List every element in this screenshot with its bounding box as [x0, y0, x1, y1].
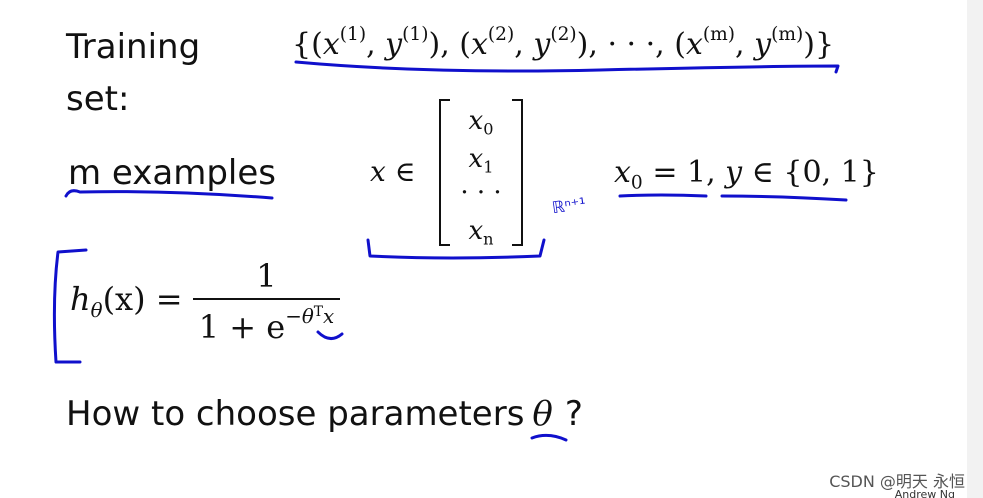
- paren: (: [674, 26, 686, 62]
- theta-symbol: θ: [301, 304, 314, 328]
- h-symbol: h: [70, 279, 91, 318]
- paren: ): [428, 26, 441, 62]
- subscript: 0: [630, 172, 643, 194]
- theta-symbol: θ: [532, 394, 553, 434]
- x-symbol: x: [685, 26, 703, 62]
- equals-sign: =: [155, 279, 183, 318]
- underline-y-domain: [720, 194, 848, 202]
- x-symbol: x: [468, 144, 484, 174]
- superscript-index: (1): [339, 24, 367, 45]
- paren: (: [311, 26, 323, 62]
- subscript: n: [483, 229, 494, 249]
- question-label: How to choose parameters: [66, 394, 525, 434]
- comma: ,: [366, 26, 376, 62]
- paren: (: [459, 26, 471, 62]
- question-mark: ?: [564, 394, 583, 434]
- superscript-index: (1): [402, 24, 429, 45]
- x-symbol: x: [468, 216, 484, 246]
- ellipsis: · · ·: [607, 26, 656, 62]
- superscript-index: (2): [550, 24, 577, 45]
- comma: ,: [440, 26, 450, 62]
- hypothesis-argument: (x): [102, 279, 146, 318]
- handwritten-real-space-note: ℝⁿ⁺¹: [550, 193, 588, 218]
- vector-entry-dots: · · ·: [460, 178, 502, 208]
- set-close-brace: }: [814, 26, 835, 62]
- denominator-base: 1 + e: [198, 307, 286, 346]
- theta-subscript: θ: [90, 298, 103, 322]
- y-symbol: y: [533, 26, 551, 62]
- x-symbol: x: [468, 106, 484, 136]
- author-credit: Andrew Ng: [894, 488, 955, 498]
- x-element-of: x ∈: [370, 158, 415, 186]
- transpose-symbol: T: [313, 304, 324, 320]
- set-open-brace: {: [292, 26, 312, 62]
- underline-training-set: [294, 60, 840, 74]
- underline-theta-question: [530, 433, 568, 442]
- exponent: −θTx: [285, 305, 334, 328]
- scrollbar-track[interactable]: [967, 0, 983, 498]
- y-symbol: y: [385, 26, 403, 62]
- subscript: 1: [483, 157, 494, 177]
- csdn-watermark: CSDN @明天 永恒: [829, 472, 965, 491]
- hypothesis-lhs: hθ(x) =: [70, 283, 193, 321]
- superscript-index: (m): [771, 24, 804, 45]
- y-domain: ∈ {0, 1}: [751, 155, 879, 190]
- comma: ,: [655, 26, 665, 62]
- paren: ): [803, 26, 815, 62]
- underline-x0: [618, 193, 708, 198]
- x-symbol: x: [323, 304, 335, 328]
- x-symbol: x: [471, 26, 488, 62]
- superscript-index: (m): [702, 24, 736, 45]
- training-label: Training: [66, 27, 201, 67]
- label-definition: x0 = 1, y ∈ {0, 1}: [614, 158, 879, 193]
- paren: ): [576, 26, 589, 62]
- training-set-formula: {(x(1), y(1)), (x(2), y(2)), · · ·, (x(m…: [292, 24, 835, 62]
- minus-sign: −: [285, 304, 302, 328]
- y-symbol: y: [754, 26, 772, 62]
- equals-one: = 1,: [652, 155, 716, 190]
- vector-entry-x1: x1: [446, 144, 516, 177]
- vector-entry-xn: xn: [446, 216, 516, 249]
- comma: ,: [514, 26, 524, 62]
- x-symbol: x: [322, 26, 340, 62]
- x-symbol: x: [614, 155, 631, 190]
- set-label: set:: [66, 79, 130, 119]
- vector-entry-x0: x0: [446, 106, 516, 139]
- numerator: 1: [256, 257, 277, 295]
- comma: ,: [588, 26, 598, 62]
- y-symbol: y: [725, 155, 743, 190]
- feature-vector: x0 x1 · · · xn: [439, 98, 523, 249]
- element-of-symbol: ∈: [394, 155, 416, 188]
- m-examples-label: m examples: [68, 153, 276, 193]
- superscript-index: (2): [487, 24, 515, 45]
- subscript: 0: [483, 119, 494, 139]
- denominator: 1 + e−θTx: [192, 298, 341, 346]
- x-symbol: x: [370, 155, 386, 188]
- comma: ,: [735, 26, 745, 62]
